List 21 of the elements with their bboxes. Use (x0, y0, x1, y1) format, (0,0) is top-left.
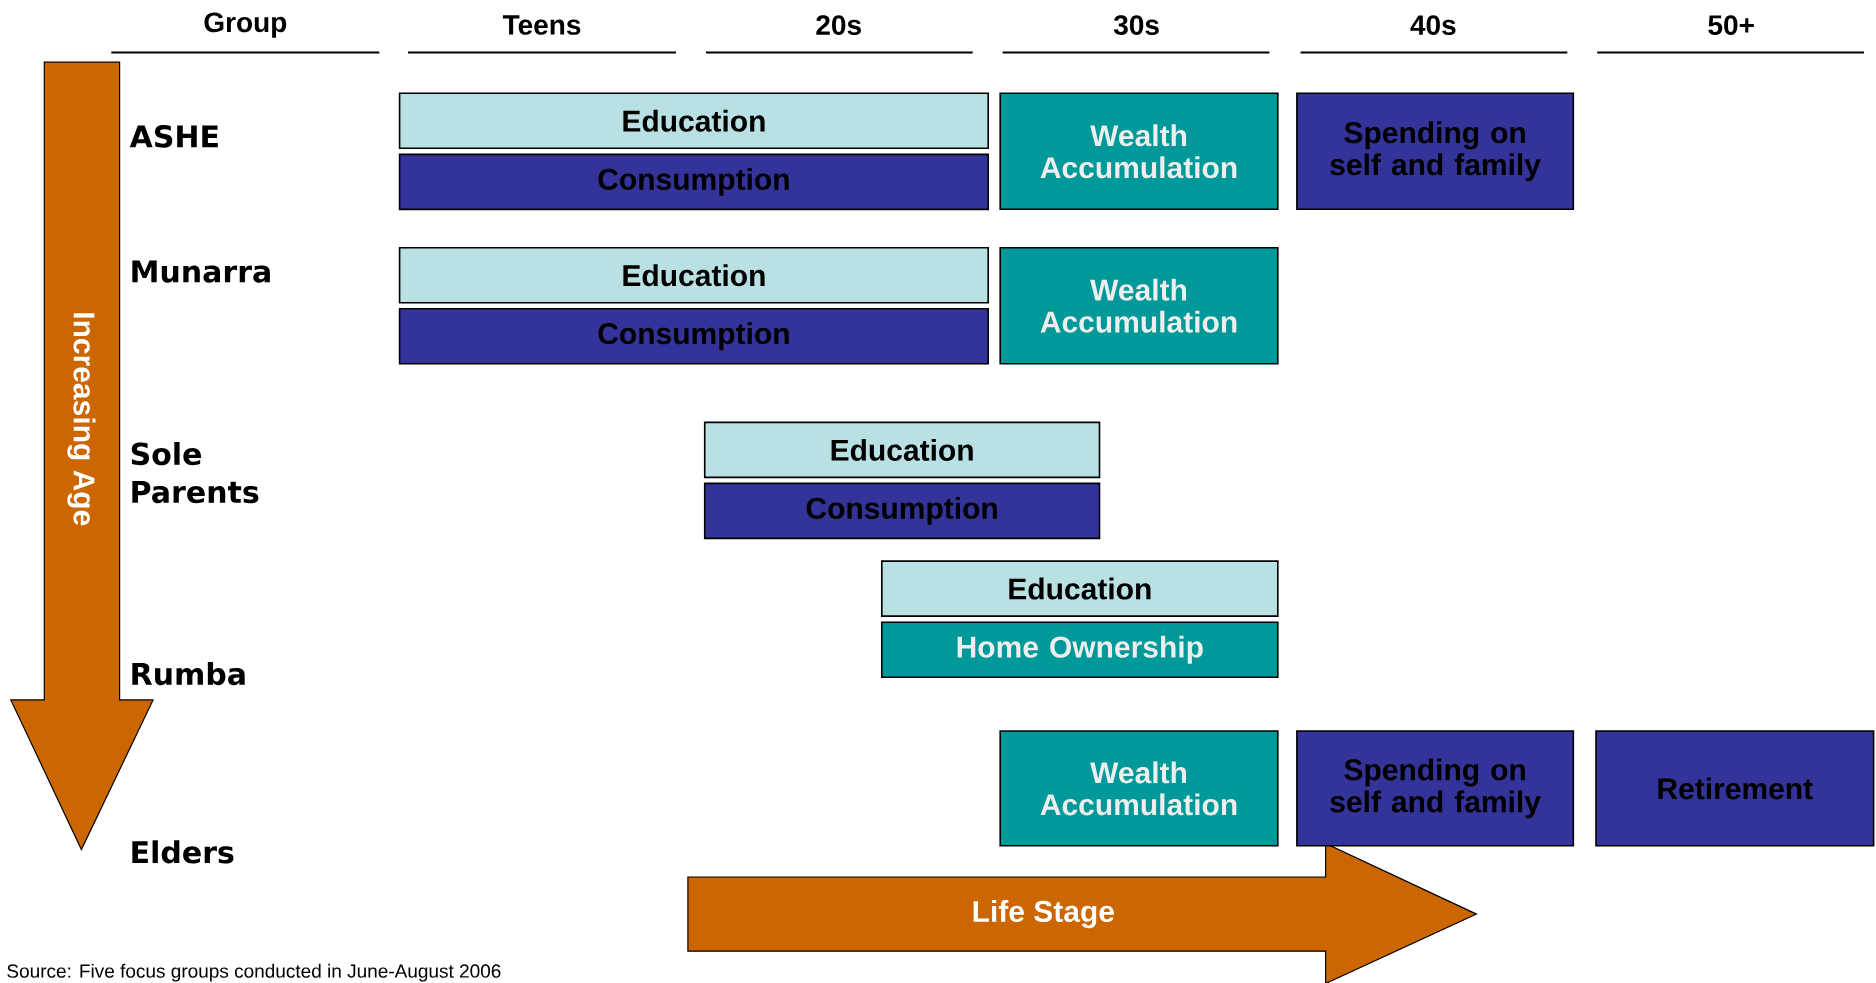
source-note: Source: Five focus groups conducted in June-August 2006 (7, 963, 501, 982)
stage-box: Wealth Accumulation (999, 730, 1279, 847)
stage-box: Consumption (398, 153, 989, 211)
stage-box: Wealth Accumulation (999, 92, 1279, 211)
stage-box: Spending on self and family (1296, 730, 1575, 847)
stage-box: Wealth Accumulation (999, 246, 1279, 365)
column-header: Teens (502, 15, 581, 35)
column-header: Group (204, 12, 287, 38)
stage-box: Education (703, 421, 1101, 479)
column-header: 30s (1113, 15, 1159, 35)
stage-box: Education (881, 560, 1279, 617)
column-header: 40s (1410, 15, 1456, 35)
stage-box: Education (398, 92, 989, 150)
stage-box: Consumption (398, 307, 989, 365)
stage-box: Consumption (703, 482, 1101, 540)
stage-box: Retirement (1595, 730, 1875, 847)
column-header: 50+ (1708, 15, 1754, 35)
stage-box: Education (398, 246, 989, 304)
stage-box: Spending on self and family (1296, 92, 1575, 211)
column-header: 20s (816, 15, 861, 35)
stage-box: Home Ownership (881, 621, 1279, 678)
